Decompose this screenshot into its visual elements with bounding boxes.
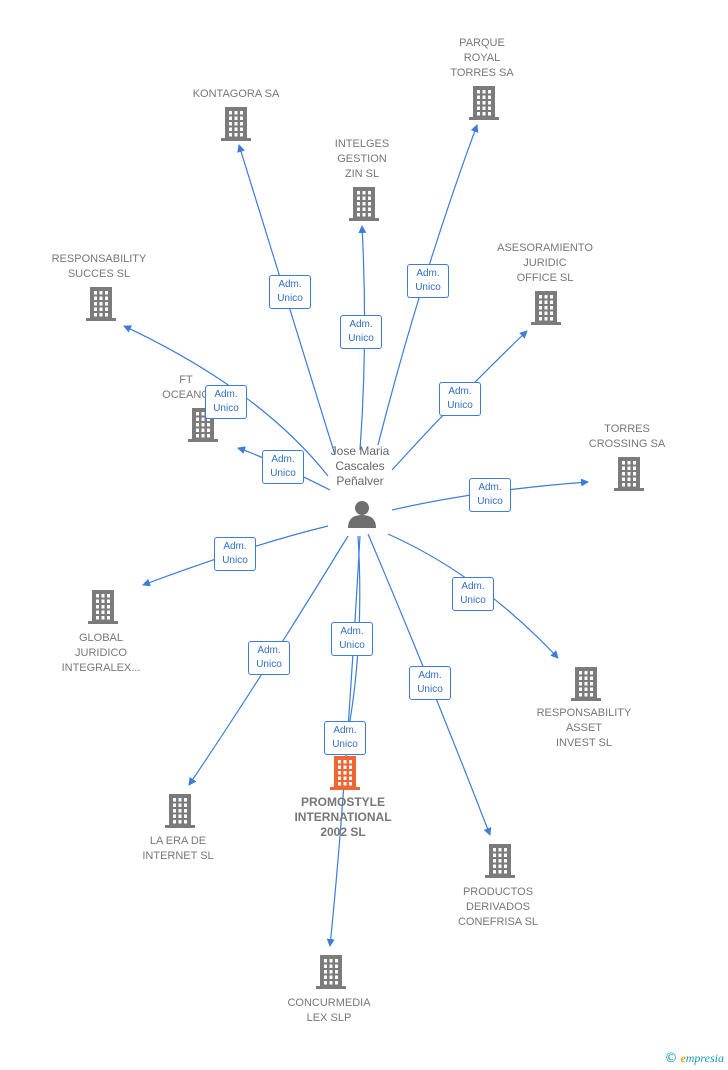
building-icon-parque[interactable] [469, 86, 499, 120]
company-label-ft_ocean[interactable]: FT OCEANO [162, 374, 210, 401]
company-label-resp_asset[interactable]: RESPONSABILITY ASSET INVEST SL [536, 707, 632, 749]
company-label-laera[interactable]: LA ERA DE INTERNET SL [142, 835, 214, 862]
company-label-productos[interactable]: PRODUCTOS DERIVADOS CONEFRISA SL [457, 886, 539, 928]
building-icon-kontagora[interactable] [221, 107, 251, 141]
relation-label-laera: Adm. Unico [248, 641, 290, 675]
company-label-kontagora[interactable]: KONTAGORA SA [192, 88, 280, 100]
relation-label-concurmedia: Adm. Unico [331, 622, 373, 656]
relation-label-productos: Adm. Unico [409, 666, 451, 700]
building-icon-resp_succes[interactable] [86, 287, 116, 321]
building-icon-productos[interactable] [485, 844, 515, 878]
relation-label-promostyle: Adm. Unico [324, 721, 366, 755]
relation-label-torres: Adm. Unico [469, 478, 511, 512]
relation-label-parque: Adm. Unico [407, 264, 449, 298]
building-icon-global[interactable] [88, 590, 118, 624]
company-label-promostyle[interactable]: PROMOSTYLE INTERNATIONAL 2002 SL [294, 795, 392, 839]
company-label-intelges[interactable]: INTELGES GESTION ZIN SL [334, 138, 390, 180]
building-icon-torres[interactable] [614, 457, 644, 491]
empresia-logo[interactable]: © empresia [664, 1051, 724, 1066]
relation-label-ft_ocean: Adm. Unico [262, 450, 304, 484]
person-icon[interactable] [348, 501, 376, 528]
relation-label-global: Adm. Unico [214, 537, 256, 571]
building-icon-intelges[interactable] [349, 187, 379, 221]
company-label-parque[interactable]: PARQUE ROYAL TORRES SA [450, 37, 514, 79]
company-label-global[interactable]: GLOBAL JURIDICO INTEGRALEX... [61, 632, 141, 674]
company-label-torres[interactable]: TORRES CROSSING SA [588, 423, 666, 450]
building-icon-asesoramiento[interactable] [531, 291, 561, 325]
person-label[interactable]: Jose Maria Cascales Peñalver [330, 444, 390, 488]
relation-label-asesoramiento: Adm. Unico [439, 382, 481, 416]
relation-label-resp_succes: Adm. Unico [205, 385, 247, 419]
building-icon-laera[interactable] [165, 794, 195, 828]
company-label-asesoramiento[interactable]: ASESORAMIENTO JURIDIC OFFICE SL [497, 242, 593, 284]
relation-label-resp_asset: Adm. Unico [452, 577, 494, 611]
building-icon-resp_asset[interactable] [571, 667, 601, 701]
building-icon-concurmedia[interactable] [316, 955, 346, 989]
building-icon-promostyle[interactable] [330, 756, 360, 790]
company-label-resp_succes[interactable]: RESPONSABILITY SUCCES SL [51, 253, 147, 280]
relation-label-kontagora: Adm. Unico [269, 275, 311, 309]
relation-label-intelges: Adm. Unico [340, 315, 382, 349]
company-label-concurmedia[interactable]: CONCURMEDIA LEX SLP [287, 997, 371, 1024]
